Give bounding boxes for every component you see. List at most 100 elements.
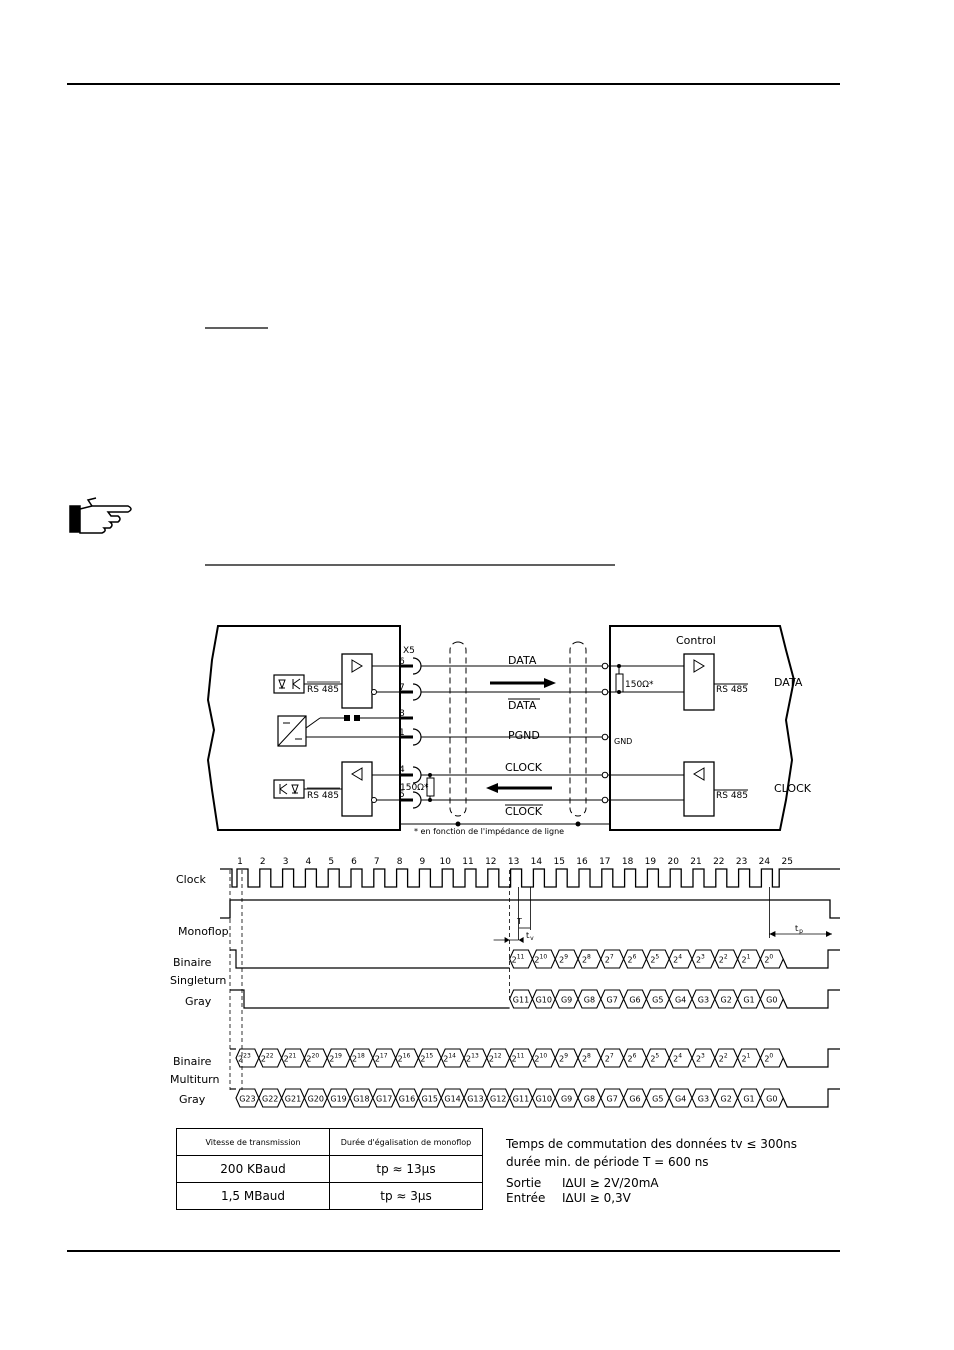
binary-bit-label: 210	[534, 954, 547, 965]
binary-bit-label: 214	[443, 1053, 456, 1064]
connector-label: X5	[403, 646, 415, 656]
clock-number: 20	[667, 857, 679, 867]
clock-number: 3	[283, 857, 289, 867]
gray-bit-label: G7	[607, 996, 618, 1005]
binary-bit-label: 219	[329, 1053, 342, 1064]
gray-bit-label: G1	[743, 996, 754, 1005]
gnd-label: GND	[614, 737, 632, 746]
right-data-transceiver	[683, 653, 715, 711]
clock-number: 8	[397, 857, 403, 867]
clock-number: 11	[462, 857, 473, 867]
right-enclosure	[609, 625, 796, 831]
table-cell-duration: tp ≈ 13µs	[329, 1155, 483, 1183]
binary-bit-label: 25	[650, 1053, 659, 1064]
binary-bit-label: 21	[742, 1053, 751, 1064]
t-label: T	[516, 917, 522, 926]
gray-bit-label: G21	[285, 1095, 301, 1104]
right-rs485-bottom: RS 485	[716, 791, 748, 801]
table-row: 200 KBaud tp ≈ 13µs	[176, 1155, 483, 1183]
gray-bit-label: G22	[262, 1095, 278, 1104]
schematic: X5 6 7 8 1 4 5 RS 485 RS 485 RS 485 RS 4…	[206, 625, 812, 836]
clock-number: 18	[622, 857, 634, 867]
gray-bit-label: G18	[353, 1095, 369, 1104]
table-header-speed: Vitesse de transmission	[176, 1128, 330, 1156]
binary-bit-label: 216	[398, 1053, 411, 1064]
row-label-gray-1: Gray	[185, 995, 212, 1008]
line-pgnd-label: PGND	[508, 729, 540, 742]
binary-bit-label: 211	[512, 1053, 525, 1064]
clock-number: 1	[237, 857, 243, 867]
row-label-gray-2: Gray	[179, 1093, 206, 1106]
spec-entree-value: I∆UI ≥ 0,3V	[562, 1191, 631, 1205]
binary-bit-label: 21	[742, 954, 751, 965]
spec-entree-label: Entrée	[506, 1191, 546, 1205]
spec-sortie-label: Sortie	[506, 1176, 542, 1190]
clock-waveform	[220, 868, 840, 888]
gray-bit-label: G10	[536, 996, 552, 1005]
timing-guides	[229, 870, 832, 1090]
clock-number: 10	[439, 857, 451, 867]
monoflop-table: Vitesse de transmission Durée d'égalisat…	[176, 1128, 483, 1210]
spec-switching-time: Temps de commutation des données tv ≤ 30…	[506, 1137, 797, 1151]
res-left-label: 150Ω*	[400, 783, 429, 793]
gray-bit-label: G12	[490, 1095, 506, 1104]
binary-bit-label: 25	[650, 954, 659, 965]
table-cell-speed: 1,5 MBaud	[176, 1182, 330, 1210]
binary-bit-label: 23	[696, 954, 705, 965]
gray-bit-label: G8	[584, 1095, 595, 1104]
gray-bit-label: G11	[513, 996, 529, 1005]
gray-bit-label: G9	[561, 1095, 572, 1104]
pin-4: 4	[399, 765, 405, 775]
gray-bit-label: G17	[376, 1095, 392, 1104]
gray-bit-label: G10	[536, 1095, 552, 1104]
table-header-duration: Durée d'égalisation de monoflop	[329, 1128, 483, 1156]
clock-signal	[220, 868, 840, 888]
pin-7: 7	[399, 683, 405, 693]
binary-bit-label: 28	[582, 954, 591, 965]
clock-number: 25	[781, 857, 792, 867]
gray-bit-label: G15	[422, 1095, 438, 1104]
gray-bit-label: G23	[239, 1095, 255, 1104]
gray-bit-label: G8	[584, 996, 595, 1005]
binary-bit-label: 24	[673, 954, 682, 965]
dc-dc-converter-icon	[277, 715, 307, 747]
left-rs485-bottom: RS 485	[307, 791, 339, 801]
gray-bit-label: G5	[652, 996, 663, 1005]
row-label-clock: Clock	[176, 873, 207, 886]
res-right-label: 150Ω*	[625, 680, 654, 690]
pin-1: 1	[399, 728, 405, 738]
left-enclosure	[206, 625, 401, 831]
gray-bit-label: G4	[675, 1095, 686, 1104]
clock-number: 21	[690, 857, 701, 867]
row-label-singleturn: Singleturn	[170, 974, 226, 987]
clock-number: 13	[508, 857, 519, 867]
gray-bit-label: G7	[607, 1095, 618, 1104]
binary-bit-label: 221	[284, 1053, 297, 1064]
clock-number: 12	[485, 857, 496, 867]
clock-number: 22	[713, 857, 724, 867]
binary-bit-label: 23	[696, 1053, 705, 1064]
left-data-transceiver	[341, 653, 373, 709]
binary-bit-label: 26	[628, 1053, 637, 1064]
gray-bit-label: G1	[743, 1095, 754, 1104]
line-data-label: DATA	[508, 654, 537, 667]
gray-bit-label: G6	[629, 1095, 640, 1104]
right-clock-transceiver	[683, 761, 715, 817]
clock-number: 16	[576, 857, 588, 867]
clock-number: 23	[736, 857, 747, 867]
optocoupler-clock-icon	[273, 779, 305, 799]
clock-number: 17	[599, 857, 610, 867]
binary-bit-label: 27	[605, 1053, 614, 1064]
binary-bit-label: 22	[719, 954, 728, 965]
line-clock-label: CLOCK	[505, 761, 543, 774]
binary-bit-label: 223	[238, 1053, 251, 1064]
row-label-binaire-1: Binaire	[173, 956, 212, 969]
gray-bit-label: G0	[766, 996, 777, 1005]
gray-bit-label: G4	[675, 996, 686, 1005]
